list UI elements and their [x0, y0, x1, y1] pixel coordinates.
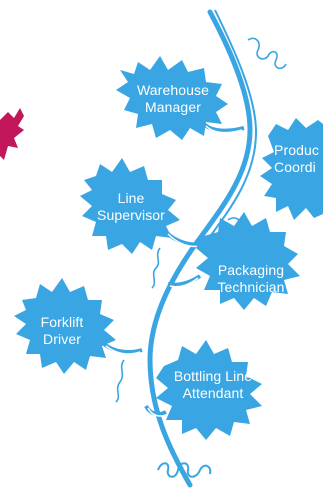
tendril-top	[247, 37, 287, 70]
label-bottling-line-attendant: Bottling Line Attendant	[173, 368, 253, 401]
label-line-supervisor: Line Supervisor	[97, 190, 165, 223]
leaf-forklift-driver	[14, 278, 116, 374]
tendril-mid-left	[151, 247, 161, 289]
leaf-production-coordinator	[260, 118, 323, 220]
label-forklift-driver: Forklift Driver	[40, 314, 84, 347]
label-warehouse-manager: Warehouse Manager	[137, 82, 209, 115]
leaf-bottling-line-attendant	[156, 340, 262, 440]
petiole-bottling-line-attendant-outline	[147, 407, 169, 417]
petiole-warehouse-manager-outline	[205, 125, 243, 134]
petiole-forklift-driver-outline	[105, 345, 141, 355]
tendril-lower	[115, 359, 125, 403]
label-production-coordinator: Produc Coordi	[274, 142, 319, 175]
tendril-bottom	[157, 462, 212, 478]
leaf-packaging-technician	[196, 212, 300, 310]
leaf-warehouse-manager	[116, 56, 228, 140]
leaf-line-supervisor	[80, 158, 180, 254]
stem-highlight	[199, 9, 258, 251]
label-packaging-technician: Packaging Technician	[217, 262, 285, 295]
petiole-packaging-technician-outline	[169, 277, 199, 288]
petiole-bottling-line-attendant	[144, 404, 167, 416]
accent-leaf	[0, 108, 24, 160]
